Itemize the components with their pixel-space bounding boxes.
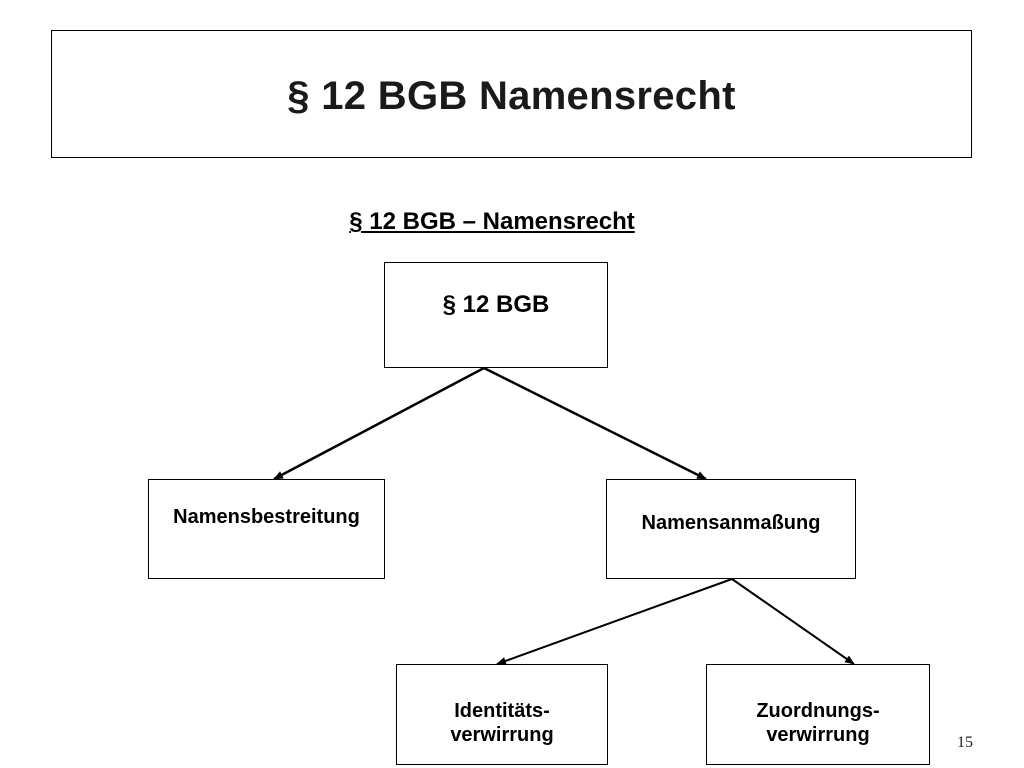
- node-identitaetsverwirrung-line2: verwirrung: [450, 724, 554, 746]
- node-identitaetsverwirrung: Identitäts- verwirrung: [396, 664, 608, 765]
- node-identitaetsverwirrung-line1: Identitäts-: [454, 700, 550, 722]
- connector-root-to-namensanmassung: [483, 366, 707, 481]
- node-namensbestreitung-label: Namensbestreitung: [173, 506, 360, 528]
- connector-namensanmassung-to-identitaetsverwirrung: [496, 578, 733, 665]
- diagram-heading: § 12 BGB – Namensrecht: [349, 208, 635, 235]
- node-namensanmassung-label: Namensanmaßung: [641, 512, 821, 534]
- node-zuordnungsverwirrung-line2: verwirrung: [766, 724, 870, 746]
- connector-root-to-namensbestreitung: [273, 366, 485, 481]
- node-zuordnungsverwirrung-line1: Zuordnungs-: [756, 700, 880, 722]
- slide-title: § 12 BGB Namensrecht: [287, 73, 736, 118]
- node-namensanmassung: Namensanmaßung: [606, 479, 856, 579]
- page-number: 15: [957, 734, 973, 751]
- node-root-label: § 12 BGB: [442, 291, 550, 318]
- node-zuordnungsverwirrung: Zuordnungs- verwirrung: [706, 664, 930, 765]
- node-namensbestreitung: Namensbestreitung: [148, 479, 385, 579]
- node-root-12-bgb: § 12 BGB: [384, 262, 608, 368]
- connector-namensanmassung-to-zuordnungsverwirrung: [731, 578, 855, 665]
- slide-title-box: § 12 BGB Namensrecht: [51, 30, 972, 158]
